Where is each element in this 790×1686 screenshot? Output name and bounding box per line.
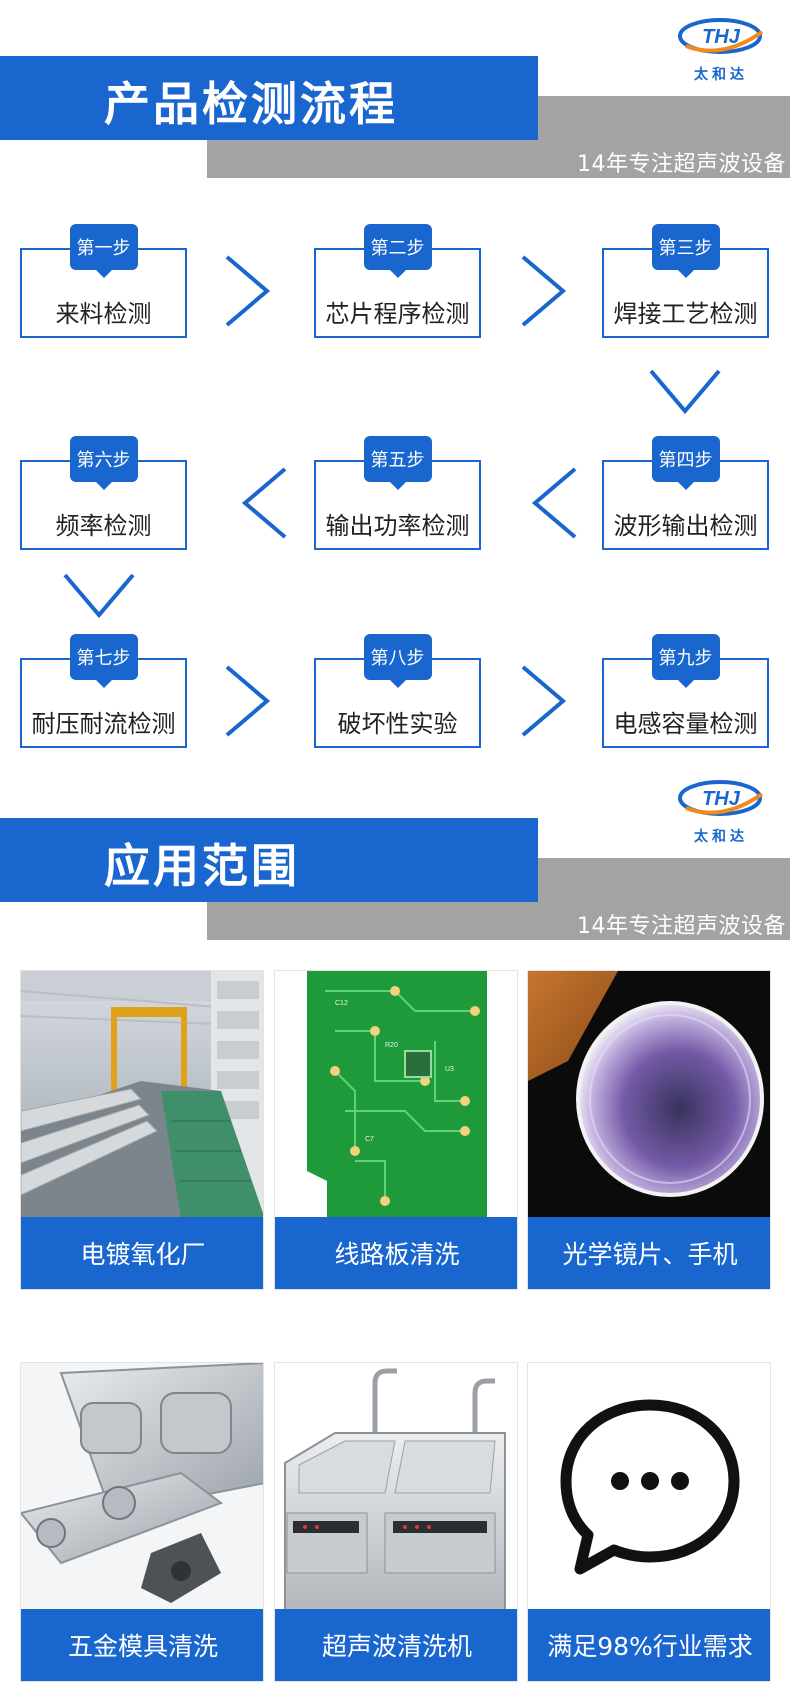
arrow-left-icon bbox=[530, 466, 580, 540]
step-badge: 第六步 bbox=[69, 436, 138, 482]
arrow-right-icon bbox=[222, 254, 272, 328]
application-header: THJ 太和达 14年专注超声波设备 应用范围 bbox=[0, 762, 790, 952]
application-caption: 光学镜片、手机 bbox=[528, 1217, 770, 1289]
step-7: 第七步 耐压耐流检测 bbox=[20, 634, 187, 748]
arrow-down-icon bbox=[648, 366, 722, 416]
step-badge: 第二步 bbox=[363, 224, 432, 270]
title-band bbox=[0, 56, 538, 140]
application-card-cleaning-machine[interactable]: 超声波清洗机 bbox=[274, 1362, 518, 1682]
step-badge: 第七步 bbox=[69, 634, 138, 680]
tagline: 14年专注超声波设备 bbox=[577, 914, 786, 939]
step-badge: 第一步 bbox=[69, 224, 138, 270]
arrow-right-icon bbox=[518, 254, 568, 328]
step-badge: 第三步 bbox=[651, 224, 720, 270]
section-title: 应用范围 bbox=[104, 839, 300, 893]
step-3: 第三步 焊接工艺检测 bbox=[602, 224, 769, 338]
arrow-right-icon bbox=[518, 664, 568, 738]
arrow-down-icon bbox=[62, 570, 136, 620]
step-badge: 第九步 bbox=[651, 634, 720, 680]
arrow-right-icon bbox=[222, 664, 272, 738]
step-label: 破坏性实验 bbox=[337, 710, 458, 738]
logo-mark-text: THJ bbox=[702, 788, 741, 810]
application-card-optical-lens[interactable]: 光学镜片、手机 bbox=[527, 970, 771, 1290]
step-label: 频率检测 bbox=[55, 512, 152, 540]
application-card-electroplating[interactable]: 电镀氧化厂 bbox=[20, 970, 264, 1290]
application-caption: 超声波清洗机 bbox=[275, 1609, 517, 1681]
speech-bubble-icon bbox=[528, 1363, 770, 1611]
step-label: 芯片程序检测 bbox=[325, 300, 470, 328]
application-caption: 五金模具清洗 bbox=[21, 1609, 263, 1681]
optical-lens-image bbox=[528, 971, 770, 1219]
step-2: 第二步 芯片程序检测 bbox=[314, 224, 481, 338]
step-badge: 第四步 bbox=[651, 436, 720, 482]
metal-molds-image bbox=[21, 1363, 263, 1611]
process-header: THJ 太和达 14年专注超声波设备 产品检测流程 bbox=[0, 0, 790, 190]
step-1: 第一步 来料检测 bbox=[20, 224, 187, 338]
step-4: 第四步 波形输出检测 bbox=[602, 436, 769, 550]
step-9: 第九步 电感容量检测 bbox=[602, 634, 769, 748]
step-8: 第八步 破坏性实验 bbox=[314, 634, 481, 748]
svg-text:R20: R20 bbox=[385, 1042, 398, 1049]
cleaning-machine-image bbox=[275, 1363, 517, 1611]
step-badge: 第五步 bbox=[363, 436, 432, 482]
title-band bbox=[0, 818, 538, 902]
step-label: 焊接工艺检测 bbox=[613, 300, 758, 328]
step-label: 来料检测 bbox=[55, 300, 152, 328]
tagline: 14年专注超声波设备 bbox=[577, 152, 786, 177]
step-label: 电感容量检测 bbox=[613, 710, 758, 738]
brand-name: 太和达 bbox=[694, 829, 748, 845]
brand-name: 太和达 bbox=[694, 67, 748, 83]
step-badge: 第八步 bbox=[363, 634, 432, 680]
arrow-left-icon bbox=[240, 466, 290, 540]
step-label: 耐压耐流检测 bbox=[31, 710, 176, 738]
application-caption: 满足98%行业需求 bbox=[528, 1609, 770, 1681]
application-card-metal-molds[interactable]: 五金模具清洗 bbox=[20, 1362, 264, 1682]
step-6: 第六步 频率检测 bbox=[20, 436, 187, 550]
logo-mark-text: THJ bbox=[702, 26, 741, 48]
step-label: 波形输出检测 bbox=[613, 512, 758, 540]
application-caption: 电镀氧化厂 bbox=[21, 1217, 263, 1289]
step-label: 输出功率检测 bbox=[325, 512, 470, 540]
application-caption: 线路板清洗 bbox=[275, 1217, 517, 1289]
brand-logo: THJ 太和达 bbox=[676, 12, 766, 92]
step-5: 第五步 输出功率检测 bbox=[314, 436, 481, 550]
section-title: 产品检测流程 bbox=[104, 77, 398, 131]
brand-logo: THJ 太和达 bbox=[676, 774, 766, 854]
svg-text:U3: U3 bbox=[445, 1066, 454, 1073]
electroplating-factory-image bbox=[21, 971, 263, 1219]
application-card-more[interactable]: 满足98%行业需求 bbox=[527, 1362, 771, 1682]
svg-text:C7: C7 bbox=[365, 1136, 374, 1143]
svg-text:C12: C12 bbox=[335, 1000, 348, 1007]
